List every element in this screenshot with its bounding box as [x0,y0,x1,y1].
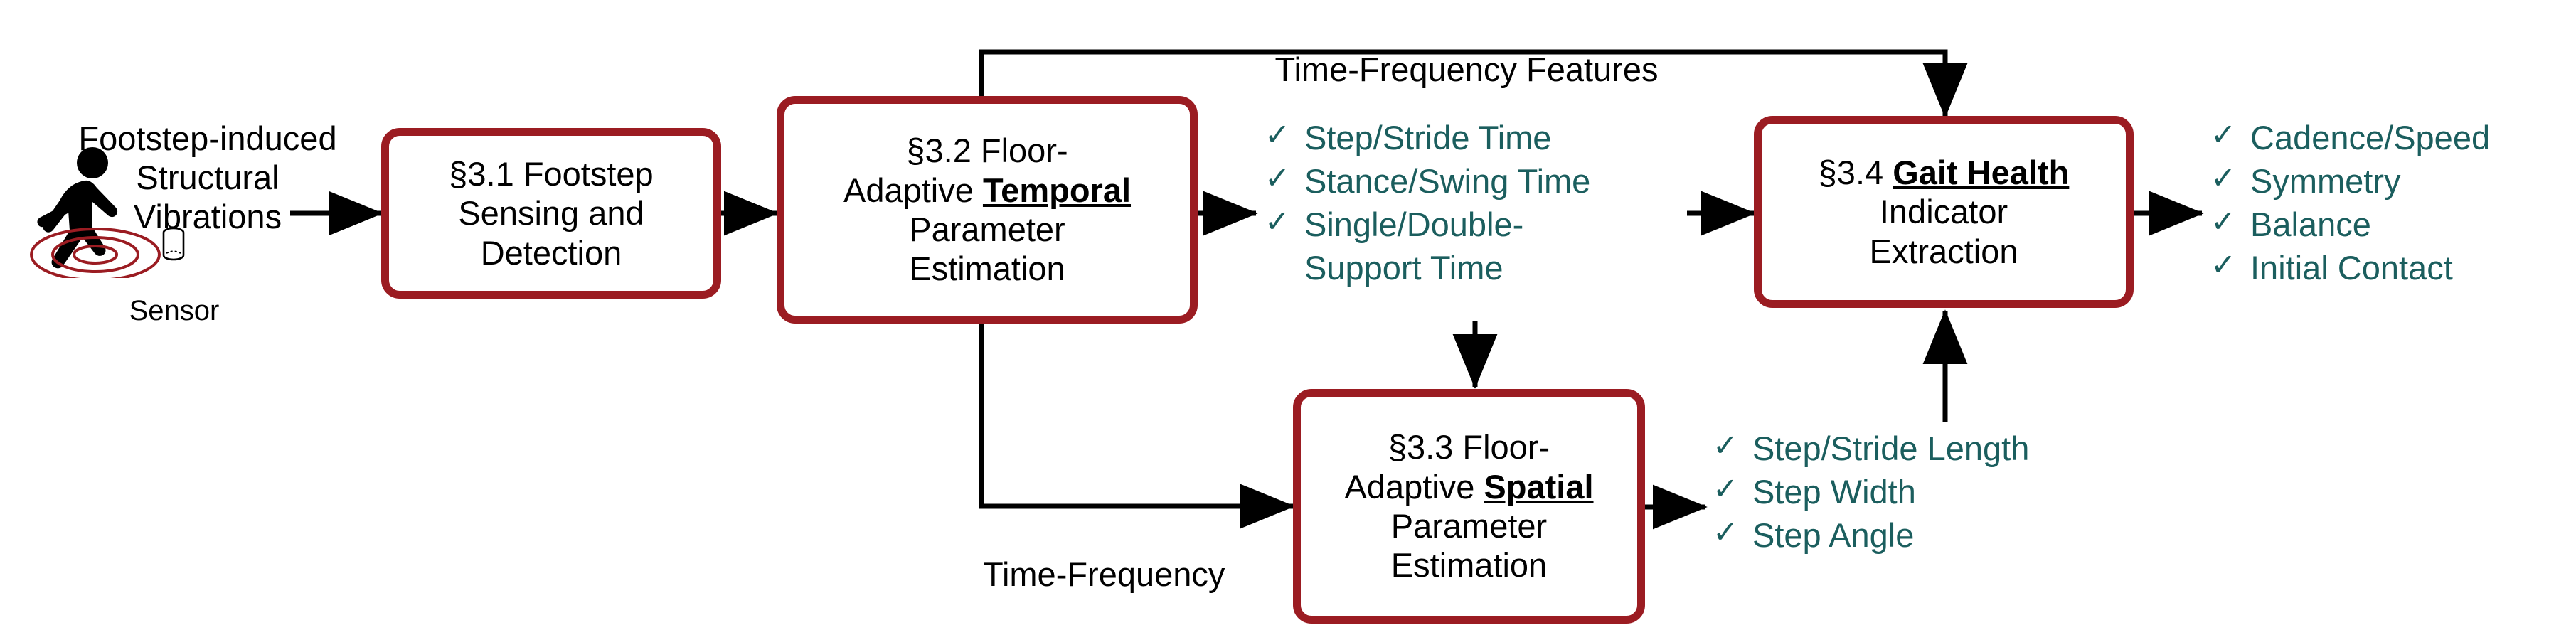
walking-person-icon [30,147,161,278]
node-3-2-line1: §3.2 Floor- [906,132,1068,170]
check-icon: ✓ [1265,161,1291,196]
source-caption-line3: Vibrations [133,197,282,235]
node-3-1-line1: §3.1 Footstep [449,154,654,193]
spatial-output-0: Step/Stride Length [1752,429,2030,467]
node-3-1-line3: Detection [480,233,622,272]
edge-bottom-time-frequency [979,321,1295,529]
node-3-1-line2: Sensing and [458,194,644,233]
check-icon: ✓ [2210,161,2237,196]
node-footstep-sensing-detection[interactable]: §3.1 Footstep Sensing and Detection [381,128,721,299]
node-3-4-line3: Indicator [1879,193,2008,231]
node-3-2-line2: Adaptive Temporal [843,171,1131,210]
list-item: ✓ Stance/Swing Time [1265,159,1691,203]
node-3-3-line2: Adaptive Spatial [1344,467,1593,506]
list-item: ✓ Step Width [1713,470,2154,513]
list-item: ✓ Step/Stride Length [1713,427,2154,470]
node-3-4-line1: §3.4 Gait Health [1819,153,2070,192]
health-outputs-list: ✓ Cadence/Speed ✓ Symmetry ✓ Balance ✓ I… [2210,116,2576,289]
node-floor-adaptive-spatial[interactable]: §3.3 Floor- Adaptive Spatial Parameter E… [1293,389,1645,624]
health-output-0: Cadence/Speed [2250,119,2491,156]
spatial-output-1: Step Width [1752,473,1916,511]
check-icon: ✓ [1265,118,1291,152]
source-caption-line2: Structural [136,158,280,196]
node-3-2-line2-prefix: Adaptive [843,171,983,209]
node-3-3-line4: Estimation [1390,546,1548,584]
edge-label-bottom-line1: Time-Frequency [983,555,1225,593]
list-item: ✓ Step Angle [1713,513,2154,557]
check-icon: ✓ [2210,205,2237,240]
sensor-label: Sensor [129,295,220,327]
check-icon: ✓ [2210,248,2237,283]
source-caption-line1: Footstep-induced [78,119,337,157]
node-3-3-line3: Parameter [1390,507,1548,545]
list-item: ✓ Balance [2210,203,2576,246]
node-3-4-line1-prefix: §3.4 [1818,153,1893,191]
node-3-4-keyword: Gait Health [1893,153,2070,191]
spatial-output-2: Step Angle [1752,516,1915,555]
node-3-2-line4: Estimation [909,250,1065,288]
spatial-outputs-list: ✓ Step/Stride Length ✓ Step Width ✓ Step… [1713,427,2154,557]
node-3-2-line3: Parameter [909,210,1065,248]
node-3-3-line2-prefix: Adaptive [1344,467,1484,506]
node-3-2-keyword: Temporal [982,171,1132,209]
node-3-3-keyword: Spatial [1484,467,1594,506]
health-output-2: Balance [2250,205,2371,244]
source-caption: Footstep-induced Structural Vibrations [65,119,350,237]
node-3-4-line4: Extraction [1869,232,2018,270]
node-floor-adaptive-temporal[interactable]: §3.2 Floor- Adaptive Temporal Parameter … [777,96,1198,324]
temporal-outputs-list: ✓ Step/Stride Time ✓ Stance/Swing Time ✓… [1265,116,1691,289]
check-icon: ✓ [1265,205,1291,240]
node-gait-health-indicator-extraction[interactable]: §3.4 Gait Health Indicator Extraction [1754,116,2134,308]
check-icon: ✓ [1713,516,1739,550]
check-icon: ✓ [1713,472,1739,507]
edge-label-bottom-time-frequency: Time-Frequency Features [983,516,1289,630]
health-output-1: Symmetry [2250,162,2401,201]
edge-label-top-time-frequency: Time-Frequency Features [1246,11,1687,89]
edge-label-top-text: Time-Frequency Features [1274,50,1659,88]
temporal-output-0: Step/Stride Time [1304,119,1552,156]
check-icon: ✓ [2210,118,2237,152]
list-item: ✓ Symmetry [2210,159,2576,203]
list-item: ✓ Initial Contact [2210,246,2576,289]
list-item: ✓ Step/Stride Time [1265,116,1691,159]
list-item: ✓ Cadence/Speed [2210,116,2576,159]
node-3-3-line1: §3.3 Floor- [1388,428,1550,466]
check-icon: ✓ [1713,429,1739,463]
health-output-3: Initial Contact [2250,249,2453,287]
sensor-puck-icon [162,227,185,261]
list-item: ✓ Single/Double- Support Time [1265,203,1691,289]
sensor-label-wrap: Sensor [107,262,242,328]
temporal-output-1: Stance/Swing Time [1304,162,1591,201]
temporal-output-2: Single/Double- Support Time [1304,205,1524,287]
